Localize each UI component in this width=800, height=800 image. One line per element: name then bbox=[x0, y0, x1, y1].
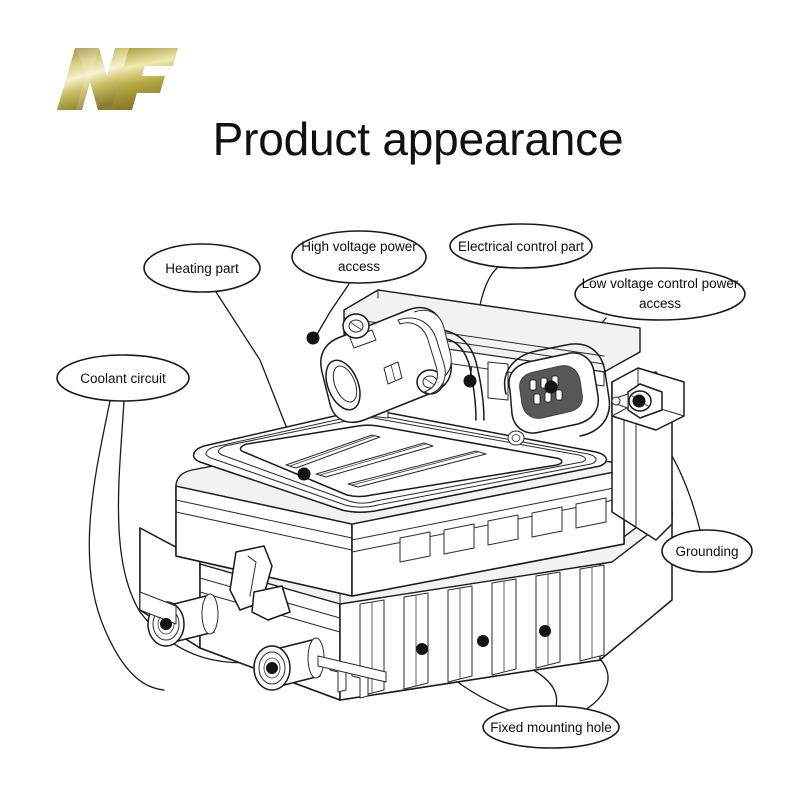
product-body bbox=[139, 289, 685, 701]
body-vents bbox=[399, 497, 607, 563]
marker-mounting-hole-1 bbox=[416, 643, 428, 655]
callout-label-line1: High voltage power bbox=[301, 239, 417, 254]
marker-low-voltage bbox=[544, 380, 558, 394]
callout-high-voltage-power-access[interactable]: High voltage power access bbox=[291, 230, 427, 284]
marker-grounding bbox=[632, 394, 646, 408]
callout-label-line2: access bbox=[639, 296, 681, 311]
high-voltage-connector bbox=[320, 306, 452, 424]
bottom-pegs bbox=[317, 655, 387, 699]
callout-fixed-mounting-hole[interactable]: Fixed mounting hole bbox=[482, 705, 620, 749]
callout-label-line1: Low voltage control power bbox=[582, 276, 739, 291]
marker-high-voltage bbox=[306, 331, 320, 345]
callout-label-line2: access bbox=[338, 259, 380, 274]
lid-ribs bbox=[285, 434, 487, 488]
callout-heating-part[interactable]: Heating part bbox=[143, 243, 261, 293]
marker-mounting-hole-3 bbox=[539, 625, 551, 637]
marker-coolant-port-1 bbox=[160, 618, 172, 630]
callout-electrical-control-part[interactable]: Electrical control part bbox=[449, 223, 593, 269]
page-title: Product appearance bbox=[212, 113, 624, 165]
marker-mounting-hole-2 bbox=[477, 635, 489, 647]
callout-label: Fixed mounting hole bbox=[490, 720, 612, 735]
hv-bolt-left bbox=[342, 313, 370, 339]
callout-coolant-circuit[interactable]: Coolant circuit bbox=[56, 354, 190, 402]
callout-label: Electrical control part bbox=[458, 239, 584, 254]
callout-label: Coolant circuit bbox=[80, 371, 166, 386]
marker-electrical-control bbox=[463, 374, 477, 388]
nf-logo bbox=[45, 38, 180, 120]
callout-label: Grounding bbox=[675, 544, 738, 559]
marker-coolant-port-2 bbox=[266, 662, 278, 674]
callout-low-voltage-control-power-access[interactable]: Low voltage control power access bbox=[574, 267, 746, 321]
callout-label: Heating part bbox=[165, 261, 239, 276]
callout-grounding[interactable]: Grounding bbox=[661, 529, 753, 573]
marker-heating-part bbox=[297, 467, 311, 481]
low-voltage-connector bbox=[503, 343, 611, 446]
